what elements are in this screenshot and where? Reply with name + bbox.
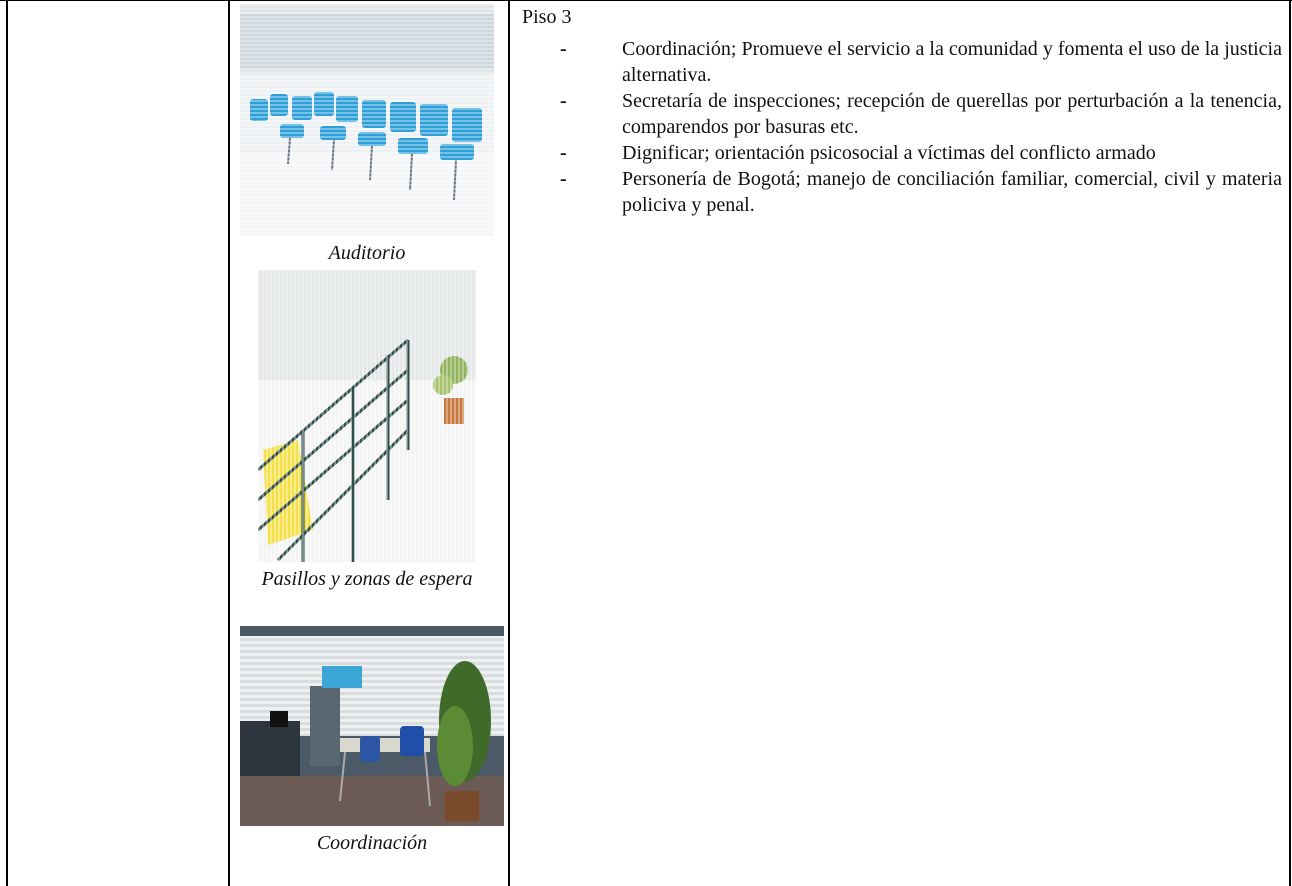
bullet-dash: -	[560, 142, 567, 164]
list-item: - Secretaría de inspecciones; recepción …	[560, 88, 1282, 140]
hallway-photo	[258, 270, 476, 562]
bullet-dash: -	[560, 90, 567, 112]
coordination-caption: Coordinación	[316, 832, 428, 854]
list-item: - Dignificar; orientación psicosocial a …	[560, 140, 1282, 166]
auditorium-caption: Auditorio	[328, 242, 406, 264]
hallway-caption: Pasillos y zonas de espera	[261, 568, 473, 590]
table-top-border	[0, 0, 1292, 1]
list-item: - Coordinación; Promueve el servicio a l…	[560, 36, 1282, 88]
list-item-text: Dignificar; orientación psicosocial a ví…	[622, 142, 1156, 164]
services-list: - Coordinación; Promueve el servicio a l…	[560, 36, 1282, 218]
list-item-text: Secretaría de inspecciones; recepción de…	[622, 90, 1282, 138]
floor-title: Piso 3	[522, 6, 572, 28]
list-item-text: Personería de Bogotá; manejo de concilia…	[622, 168, 1282, 216]
auditorium-photo	[240, 4, 494, 236]
column-divider-1	[228, 0, 230, 886]
table-right-border	[1289, 0, 1291, 886]
column-divider-2	[508, 0, 510, 886]
coordination-photo	[240, 626, 504, 826]
table-left-border	[6, 0, 8, 886]
bullet-dash: -	[560, 38, 567, 60]
bullet-dash: -	[560, 168, 567, 190]
list-item: - Personería de Bogotá; manejo de concil…	[560, 166, 1282, 218]
list-item-text: Coordinación; Promueve el servicio a la …	[622, 38, 1282, 86]
